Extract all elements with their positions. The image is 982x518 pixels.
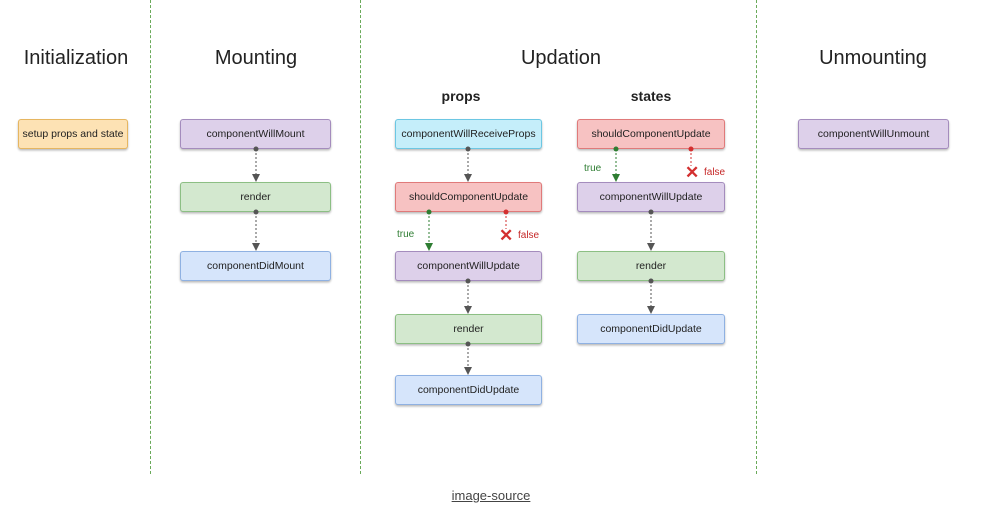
props-render-node: render: [395, 314, 542, 344]
setup-props-and-state-node: setup props and state: [18, 119, 128, 149]
mounting-component-did-mount-node: componentDidMount: [180, 251, 331, 281]
states-should-component-update-node: shouldComponentUpdate: [577, 119, 725, 149]
unmounting-component-will-unmount-node: componentWillUnmount: [798, 119, 949, 149]
phase-title-unmounting: Unmounting: [819, 47, 927, 69]
props-true-label: true: [397, 229, 415, 240]
phase-title-mounting: Mounting: [214, 47, 298, 69]
states-connectors: [612, 146, 694, 314]
divider-init-mounting: [150, 0, 151, 474]
states-false-x-icon: ✕: [685, 163, 700, 182]
props-component-did-update-node: componentDidUpdate: [395, 375, 542, 405]
mounting-render-node: render: [180, 182, 331, 212]
props-component-will-update-node: componentWillUpdate: [395, 251, 542, 281]
mounting-connectors: [252, 146, 260, 251]
group-title-states: states: [630, 88, 672, 104]
states-false-label: false: [704, 167, 726, 178]
props-false-label: false: [518, 230, 540, 241]
props-connectors: [425, 146, 509, 375]
props-false-x-icon: ✕: [499, 226, 514, 245]
mounting-component-will-mount-node: componentWillMount: [180, 119, 331, 149]
phase-title-initialization: Initialization: [23, 47, 129, 69]
states-component-did-update-node: componentDidUpdate: [577, 314, 725, 344]
states-component-will-update-node: componentWillUpdate: [577, 182, 725, 212]
group-title-props: props: [441, 88, 481, 104]
image-source-link[interactable]: image-source: [451, 488, 531, 503]
props-should-component-update-node: shouldComponentUpdate: [395, 182, 542, 212]
states-render-node: render: [577, 251, 725, 281]
divider-mounting-updation: [360, 0, 361, 474]
phase-title-updation: Updation: [520, 47, 602, 69]
divider-updation-unmounting: [756, 0, 757, 474]
states-true-label: true: [584, 163, 602, 174]
